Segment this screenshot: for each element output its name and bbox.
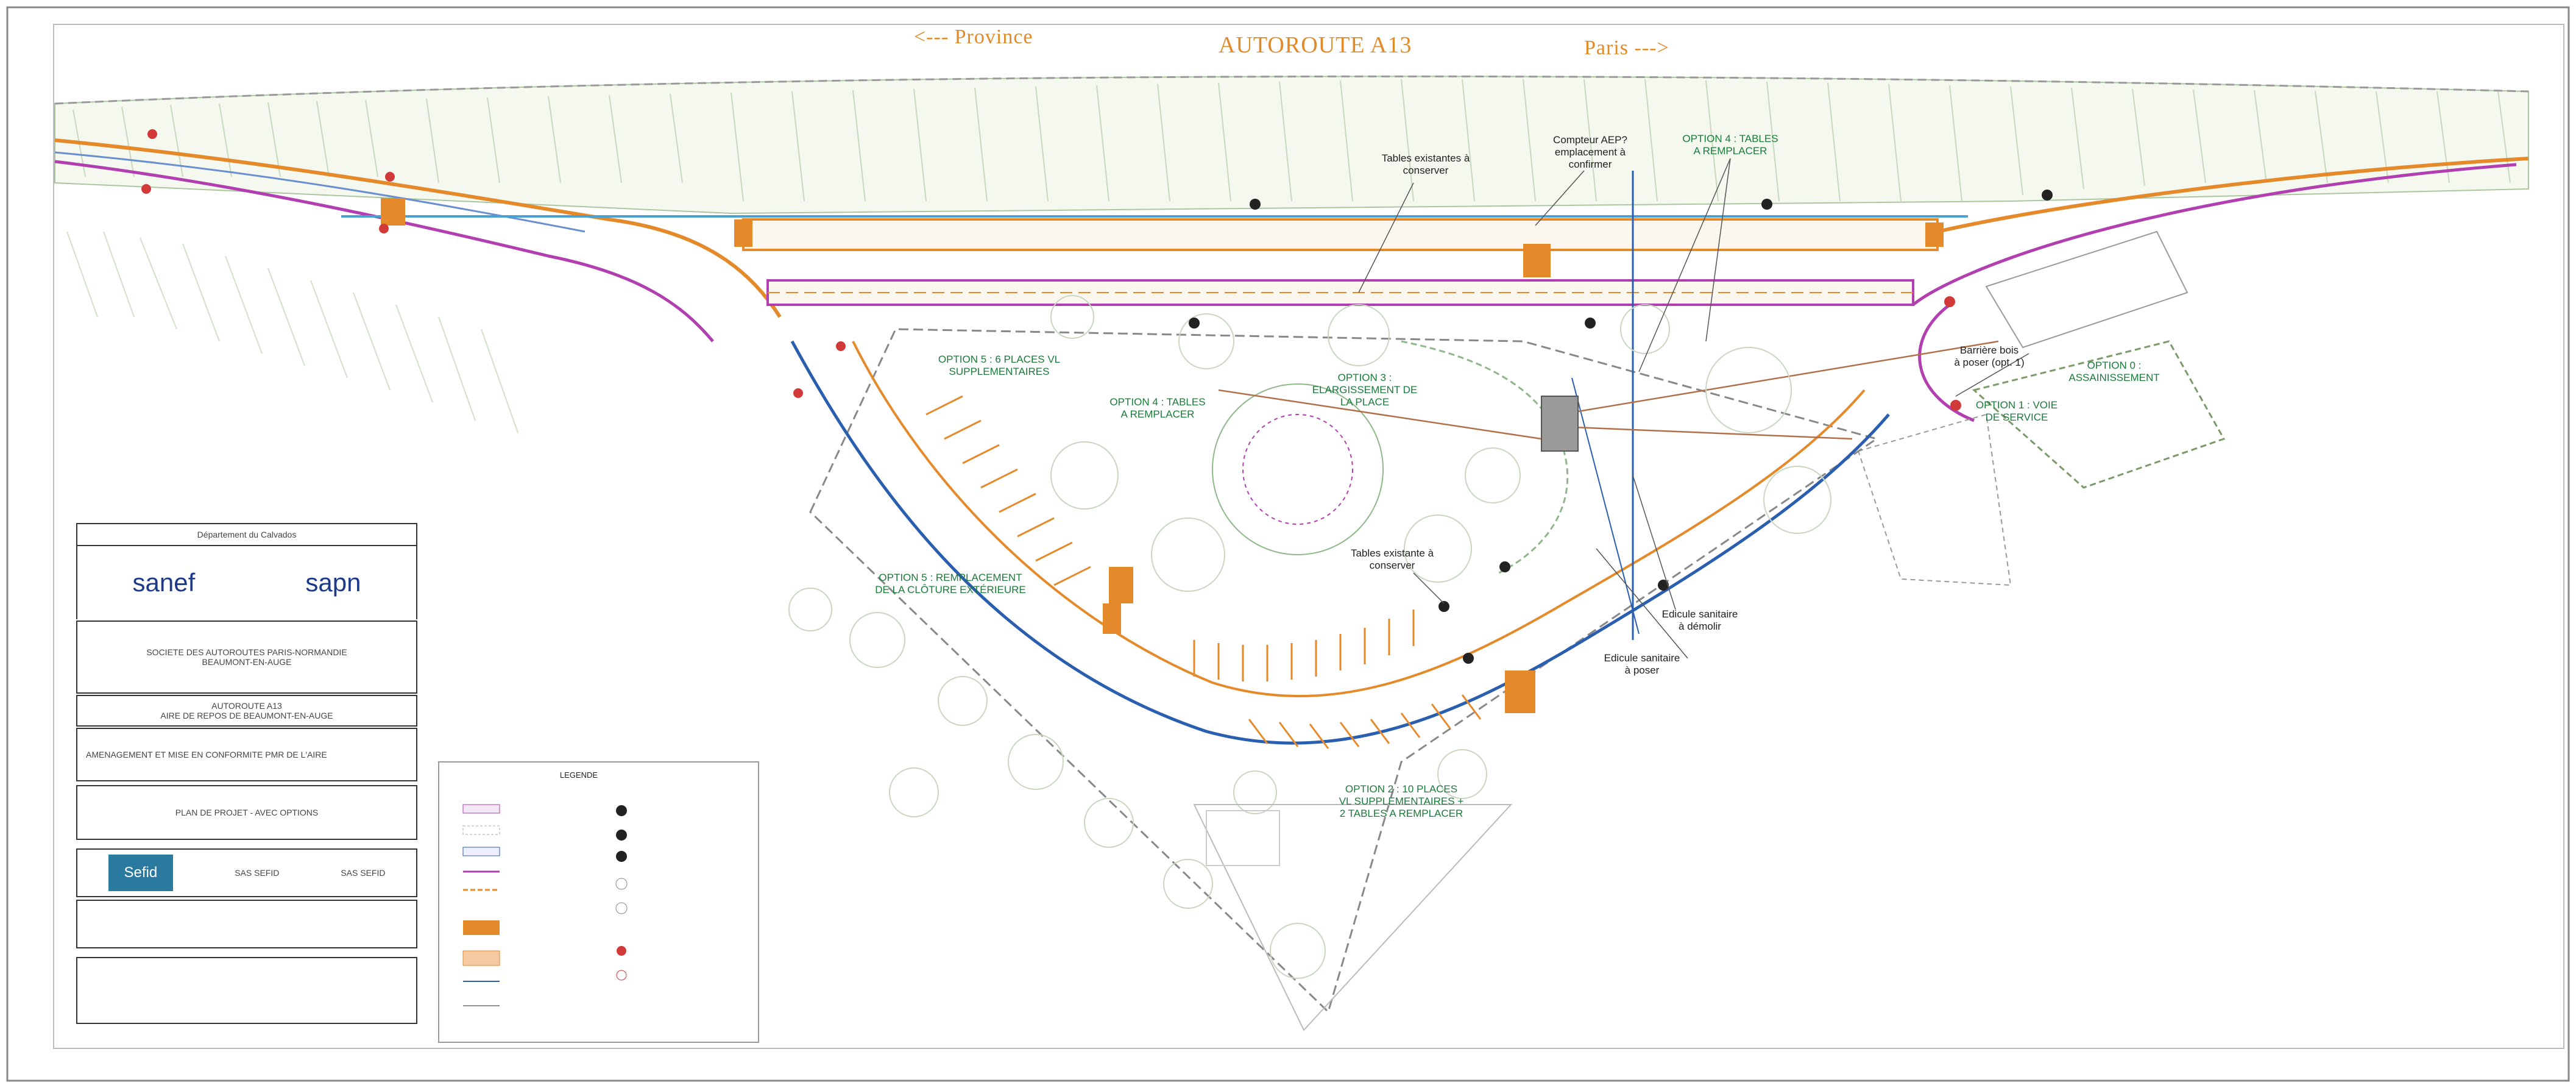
label-tables-conserver-top: Tables existantes à conserver <box>1381 152 1470 176</box>
pedestrian-crossings <box>381 198 1944 713</box>
exit-ramp-outer <box>1937 157 2529 233</box>
left-bank-hatching <box>66 231 518 433</box>
exit-ramp-inner <box>1912 163 2517 306</box>
label-edicule-poser: Edicule sanitaire à poser <box>1604 652 1680 676</box>
motorway-edge <box>54 75 2529 105</box>
parking-bays-left <box>925 395 1091 586</box>
drain-zone <box>1857 413 2012 586</box>
southern-plot <box>1193 804 1513 1031</box>
title-departement: Département du Calvados <box>76 523 417 546</box>
small-parcel <box>1206 810 1280 866</box>
title-firm-row: Sefid SAS SEFID SAS SEFID <box>76 848 417 897</box>
sefid-logo: Sefid <box>108 855 174 891</box>
legend-title: LEGENDE <box>559 770 598 780</box>
sanef-logo: sanef <box>132 568 196 597</box>
label-option3: OPTION 3 : ELARGISSEMENT DE LA PLACE <box>1312 372 1418 408</box>
parking-bays-bottom <box>1193 610 1415 681</box>
title-revisions <box>76 957 417 1024</box>
sapn-logo: sapn <box>305 568 361 597</box>
utility-lines <box>1218 340 1999 440</box>
label-tables-conserver-mid: Tables existante à conserver <box>1350 547 1434 571</box>
label-barriere: Barrière bois à poser (opt. 1) <box>1954 344 2025 368</box>
label-option4-top: OPTION 4 : TABLES A REMPLACER <box>1682 133 1778 157</box>
entry-ramp-inner <box>54 160 714 343</box>
firm-name: SAS SEFID <box>235 868 280 878</box>
motorway-title: AUTOROUTE A13 <box>1219 32 1412 58</box>
entry-ramp-outer <box>54 138 782 318</box>
label-compteur-aep: Compteur AEP? emplacement à confirmer <box>1553 134 1627 170</box>
site-boundary <box>809 328 1879 1014</box>
label-option2: OPTION 2 : 10 PLACES VL SUPPLEMENTAIRES … <box>1339 783 1464 819</box>
label-option0: OPTION 0 : ASSAINISSEMENT <box>2068 360 2160 383</box>
sheet-border <box>6 6 2570 1082</box>
direction-paris: Paris ---> <box>1584 37 1669 59</box>
plaza-ring <box>1212 383 1384 555</box>
label-option5-cloture: OPTION 5 : REMPLACEMENT DE LA CLÔTURE EX… <box>875 572 1026 596</box>
tree-markers <box>141 129 1961 411</box>
leader-lines <box>1358 158 2029 659</box>
title-logos: sanef sapn <box>76 546 417 619</box>
label-option5-places: OPTION 5 : 6 PLACES VL SUPPLEMENTAIRES <box>938 354 1061 377</box>
entry-ramp-blue <box>54 151 586 233</box>
title-drawing: PLAN DE PROJET - AVEC OPTIONS <box>76 785 417 840</box>
title-company: SOCIETE DES AUTOROUTES PARIS-NORMANDIE B… <box>76 620 417 694</box>
upper-service-road <box>742 218 1939 251</box>
label-option1: OPTION 1 : VOIE DE SERVICE <box>1975 399 2058 423</box>
plaza-extension-option3 <box>1401 340 1569 574</box>
parking-loop-inner <box>852 341 1866 697</box>
embankment-hatching <box>73 79 2511 202</box>
central-plaza <box>1242 414 1353 525</box>
aep-pipe-branch <box>1571 377 1640 635</box>
parking-loop-outer <box>790 340 1890 745</box>
sanitary-building <box>1541 396 1579 452</box>
label-edicule-demolir: Edicule sanitaire à démolir <box>1661 608 1738 632</box>
title-subject: AMENAGEMENT ET MISE EN CONFORMITE PMR DE… <box>76 728 417 781</box>
title-empty-row <box>76 900 417 948</box>
drawing-frame <box>53 24 2564 1049</box>
firm-office: SAS SEFID <box>341 868 386 878</box>
label-option4-mid: OPTION 4 : TABLES A REMPLACER <box>1109 396 1206 420</box>
tree-canopies <box>788 295 1831 979</box>
assainissement-zone <box>1985 230 2189 349</box>
existing-tables <box>1189 190 2053 664</box>
title-project: AUTOROUTE A13 AIRE DE REPOS DE BEAUMONT-… <box>76 695 417 727</box>
legend-frame <box>438 761 759 1043</box>
service-road-option1 <box>1972 340 2226 489</box>
direction-province: <--- Province <box>914 26 1033 48</box>
parking-bays-option2 <box>1248 694 1482 749</box>
legend-swatches <box>462 804 628 1006</box>
